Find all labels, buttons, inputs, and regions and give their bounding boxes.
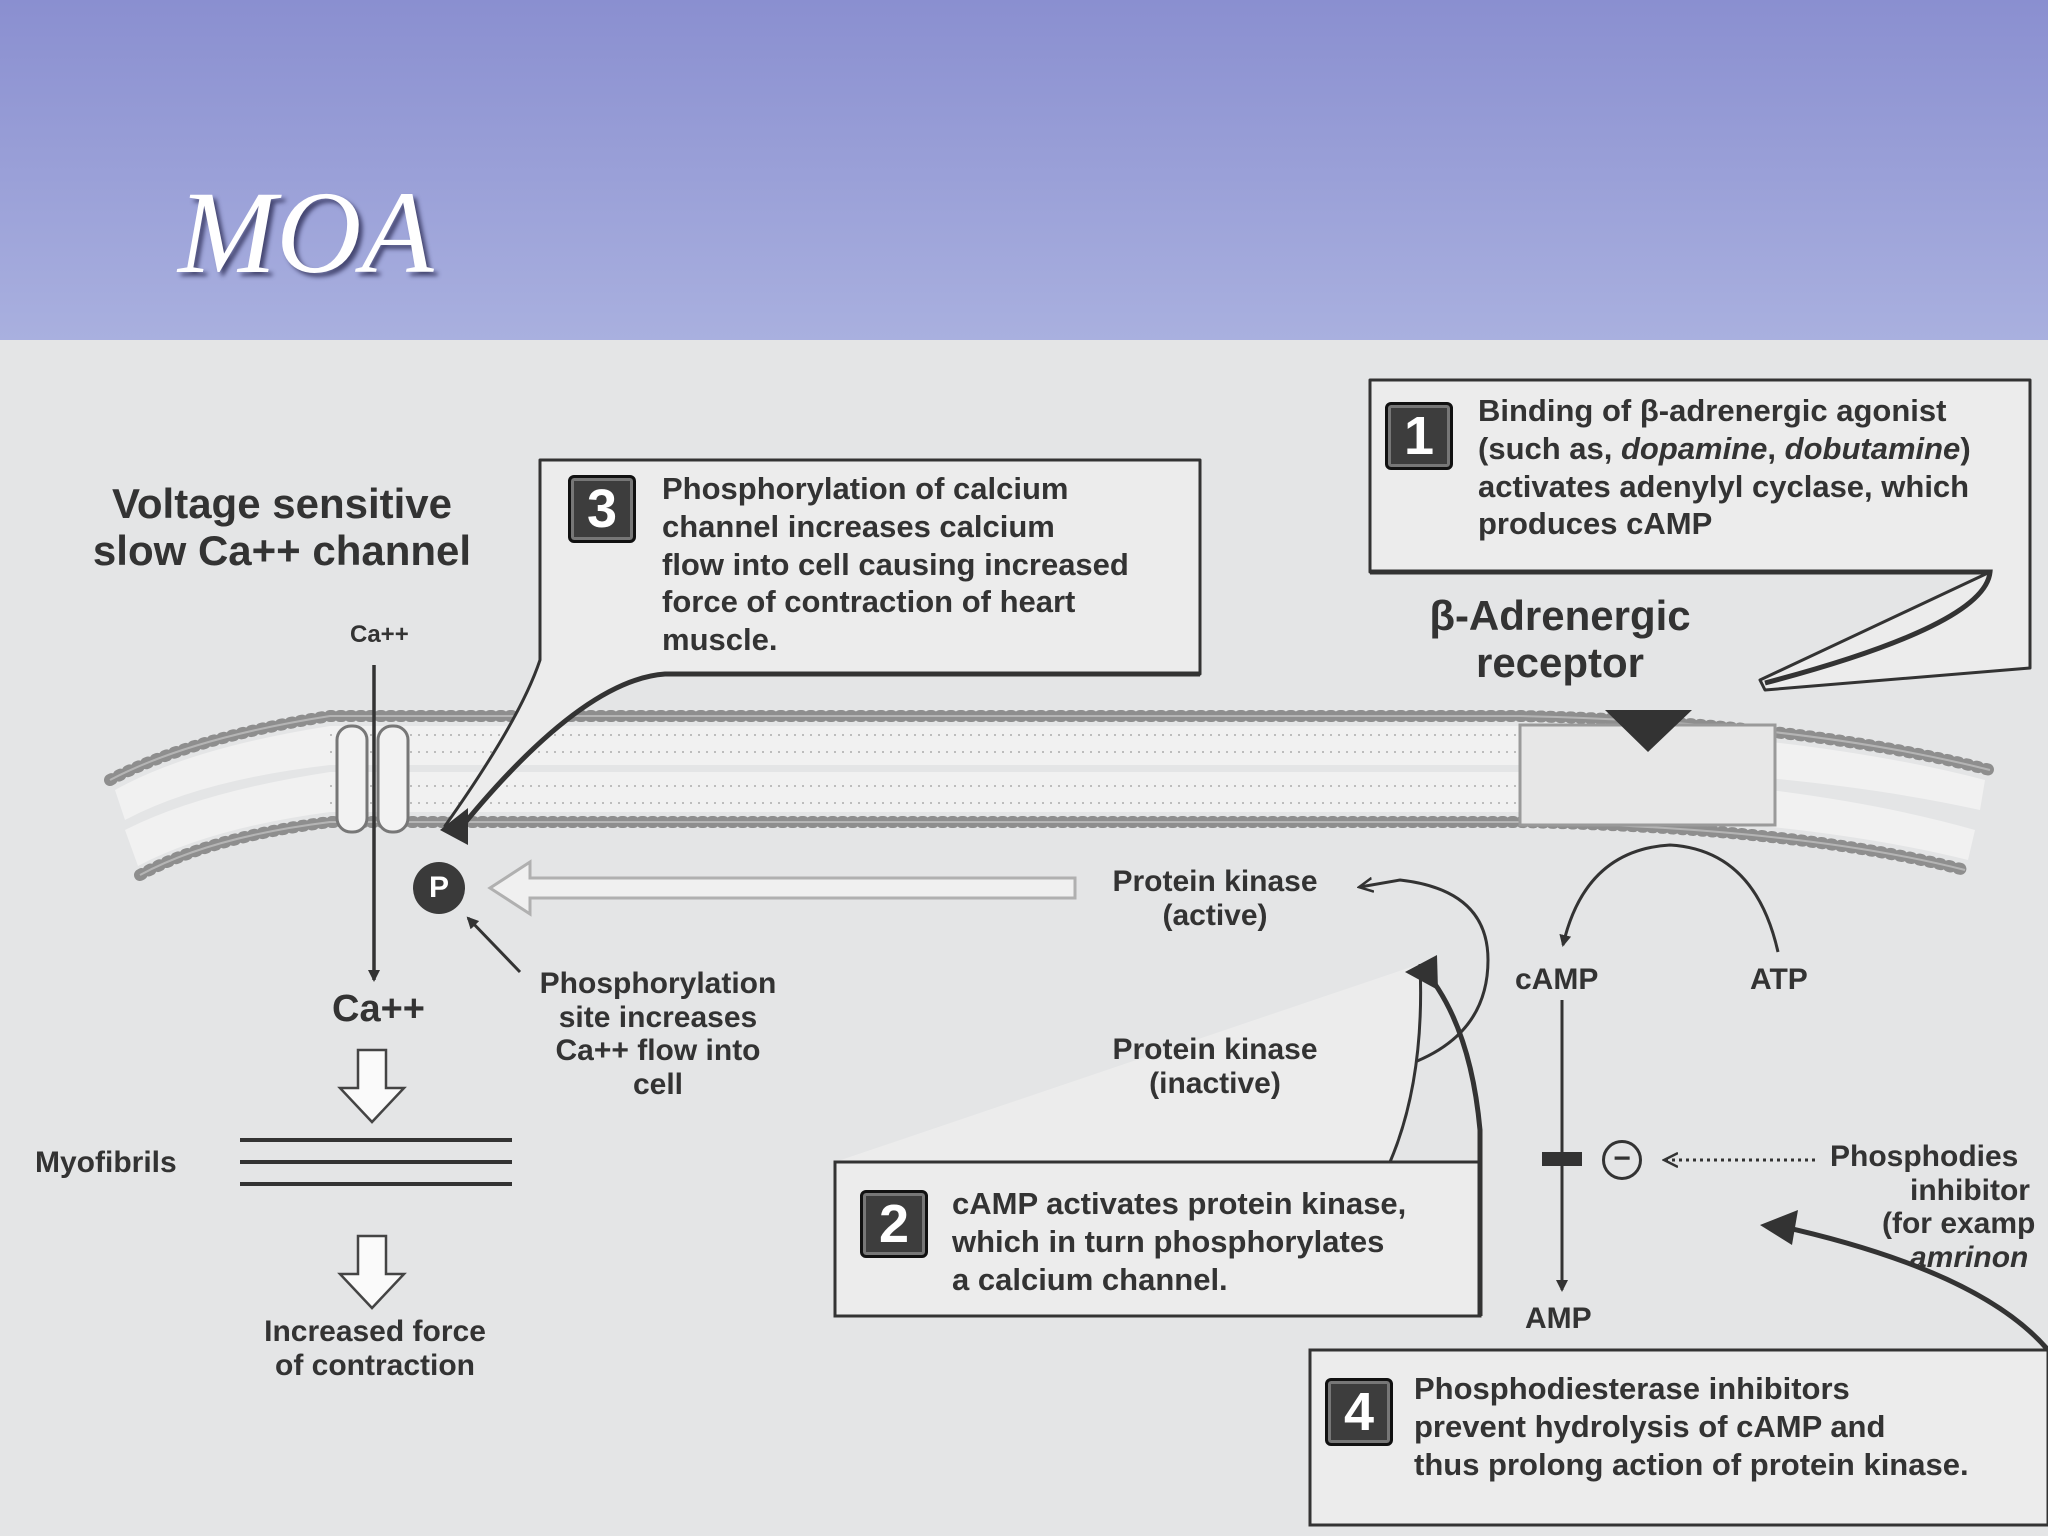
callout-3-line-1: Phosphorylation of calcium xyxy=(662,471,1069,506)
ion-bottom-label: Ca++ xyxy=(332,988,425,1030)
callout-1-line-4: produces cAMP xyxy=(1478,506,1713,542)
protein-kinase-inactive: Protein kinase (inactive) xyxy=(1085,1033,1345,1100)
channel-label: Voltage sensitive slow Ca++ channel xyxy=(62,480,502,574)
callout-3-line-5: muscle. xyxy=(662,622,778,658)
callout-1-line-2: (such as, dopamine, dobutamine) xyxy=(1478,430,2038,468)
callout-2-line-1: cAMP activates protein kinase, xyxy=(952,1186,1407,1221)
kinase-activation-curve xyxy=(1360,880,1490,1070)
slide-title: MOA xyxy=(178,167,434,298)
callout-1-line-3: activates adenylyl cyclase, which xyxy=(1478,468,1970,504)
phospho-site-label: Phosphorylation site increases Ca++ flow… xyxy=(518,967,798,1101)
pde-inhibitor-line-3: (for examp xyxy=(1882,1207,2036,1241)
ion-top-label: Ca++ xyxy=(350,621,409,648)
myofibril-lines xyxy=(240,1138,512,1186)
channel-label-line-1: Voltage sensitive xyxy=(111,480,453,527)
calcium-channel xyxy=(335,665,410,982)
atp-label: ATP xyxy=(1750,963,1808,996)
callout-1-line-2c: ) xyxy=(1960,430,1971,466)
channel-label-line-2: slow Ca++ channel xyxy=(92,527,472,575)
callout-1-line-2a: (such as, xyxy=(1478,430,1621,466)
inhibition-symbol: − xyxy=(1602,1140,1642,1180)
callout-2-line-3: a calcium channel. xyxy=(952,1261,1228,1297)
step-1-badge: 1 xyxy=(1385,402,1453,470)
moa-diagram: Voltage sensitive slow Ca++ channel Ca++… xyxy=(0,340,2048,1536)
callout-2-line-2: which in turn phosphorylates xyxy=(952,1223,1385,1259)
callout-3-text: Phosphorylation of calcium channel incre… xyxy=(662,470,1192,659)
phospho-site-line-3: Ca++ flow into xyxy=(555,1034,761,1068)
callout-2-text: cAMP activates protein kinase, which in … xyxy=(952,1185,1472,1298)
pk-inactive-line-1: Protein kinase xyxy=(1112,1033,1318,1066)
activation-arrow xyxy=(487,859,1077,917)
callout-1-line-2b: , xyxy=(1767,430,1785,466)
drug-dopamine: dopamine xyxy=(1621,430,1768,466)
outcome-line-2: of contraction xyxy=(275,1348,475,1382)
step-4-badge: 4 xyxy=(1325,1378,1393,1446)
phospho-site-line-4: cell xyxy=(632,1067,684,1101)
callout-3-line-3: flow into cell causing increased xyxy=(662,546,1129,582)
callout-3-line-4: force of contraction of heart xyxy=(662,584,1076,620)
phospho-site-pointer xyxy=(466,916,522,974)
atp-camp-arc xyxy=(1559,843,1780,953)
callout-4-text: Phosphodiesterase inhibitors prevent hyd… xyxy=(1414,1370,2044,1483)
receptor-label-line-2: receptor xyxy=(1475,639,1645,687)
phospho-site-line-1: Phosphorylation xyxy=(539,967,777,1000)
pk-inactive-line-2: (inactive) xyxy=(1149,1066,1281,1100)
outcome-label: Increased force of contraction xyxy=(230,1315,520,1382)
myofibrils-label: Myofibrils xyxy=(35,1146,177,1179)
callout-4-line-1: Phosphodiesterase inhibitors xyxy=(1414,1371,1850,1406)
callout-3-line-2: channel increases calcium xyxy=(662,508,1055,544)
receptor-label-line-1: β-Adrenergic xyxy=(1429,592,1691,639)
slide-header: MOA xyxy=(0,0,2048,340)
pde-inhibitor-line-4: amrinon xyxy=(1910,1240,2029,1274)
callout-4-box xyxy=(1308,1348,2048,1527)
phosphate-tag: P xyxy=(413,862,465,914)
diagram-graphics xyxy=(104,378,2048,1527)
pk-active-line-2: (active) xyxy=(1162,898,1268,932)
pde-inhibitor-line-2: inhibitor xyxy=(1910,1173,2030,1207)
step-2-badge: 2 xyxy=(860,1190,928,1258)
receptor-label: β-Adrenergic receptor xyxy=(1390,592,1730,686)
phospho-site-line-2: site increases xyxy=(558,1000,758,1034)
callout-4-line-2: prevent hydrolysis of cAMP and xyxy=(1414,1408,1886,1444)
pde-block xyxy=(1542,1152,1582,1166)
pk-active-line-1: Protein kinase xyxy=(1112,865,1318,898)
pde-inhibitor-line-1: Phosphodies xyxy=(1830,1140,2019,1173)
outcome-line-1: Increased force xyxy=(264,1315,486,1348)
amp-label: AMP xyxy=(1525,1302,1592,1335)
hollow-arrow-2 xyxy=(337,1234,407,1310)
pde-inhibitor-label: Phosphodies inhibitor (for examp amrinon xyxy=(1830,1140,2048,1274)
protein-kinase-active: Protein kinase (active) xyxy=(1085,865,1345,932)
callout-4-line-3: thus prolong action of protein kinase. xyxy=(1414,1446,1969,1482)
camp-label: cAMP xyxy=(1515,963,1599,996)
step-3-badge: 3 xyxy=(568,475,636,543)
drug-dobutamine: dobutamine xyxy=(1784,430,1961,466)
callout-1-text: Binding of β-adrenergic agonist (such as… xyxy=(1478,392,2038,543)
callout-1-line-1: Binding of β-adrenergic agonist xyxy=(1478,393,1947,428)
receptor-triangle xyxy=(1605,710,1692,752)
hollow-arrow-1 xyxy=(337,1048,407,1124)
